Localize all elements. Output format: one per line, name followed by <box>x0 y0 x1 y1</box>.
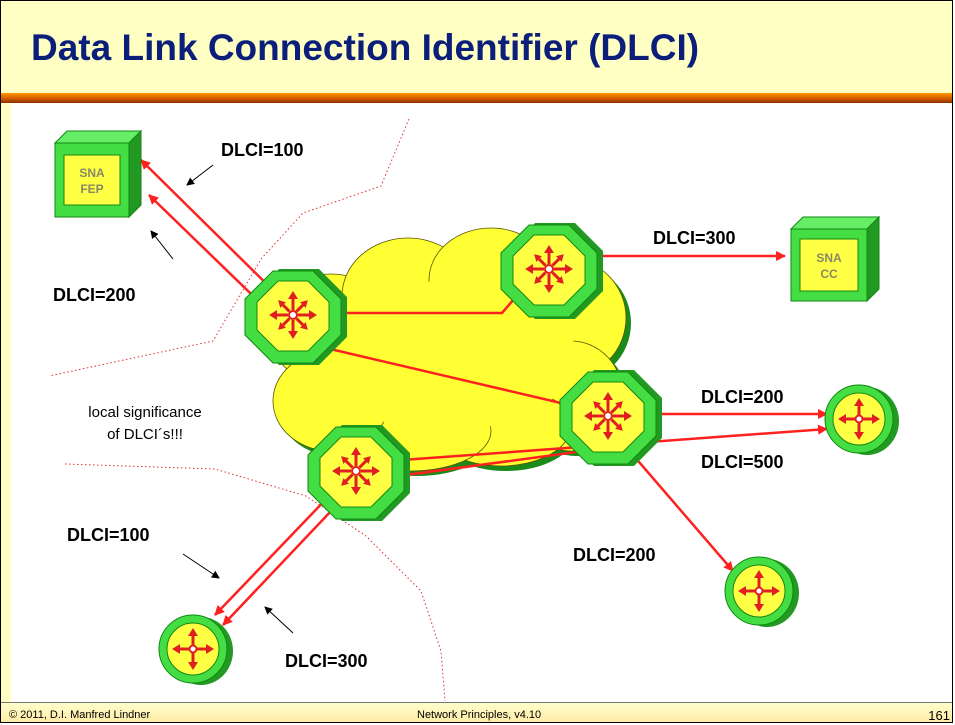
footer-course-title: Network Principles, v4.10 <box>417 709 542 721</box>
boundary-line-upper <box>48 118 410 377</box>
left-margin-band <box>1 103 11 702</box>
footer-copyright: © 2011, D.I. Manfred Lindner <box>9 709 151 721</box>
sna-cc-label-line2: CC <box>820 267 838 281</box>
vc-line-core <box>295 339 609 416</box>
slide-title: Data Link Connection Identifier (DLCI) <box>31 27 700 68</box>
router-left-icon <box>159 615 233 685</box>
sna-cc-device: SNA CC <box>789 215 881 303</box>
frame-relay-switch-bottom <box>308 425 410 521</box>
boundary-lines <box>48 118 446 702</box>
dlci-label-fep-200: DLCI=200 <box>53 285 136 305</box>
router-bottom-icon <box>725 557 799 627</box>
router-right-icon <box>825 385 899 455</box>
sna-cc-label-line1: SNA <box>816 251 842 265</box>
frame-relay-switch-right <box>560 370 662 466</box>
dlci-label-cc-300: DLCI=300 <box>653 228 736 248</box>
dlci-label-router-left-300: DLCI=300 <box>285 651 368 671</box>
slide-header: Data Link Connection Identifier (DLCI) <box>1 1 952 93</box>
sna-fep-label-line2: FEP <box>80 182 103 196</box>
footer-page-number: 161 <box>928 708 950 723</box>
sna-fep-device: SNA FEP <box>53 129 143 219</box>
label-pointers <box>150 164 294 634</box>
frame-relay-switch-left <box>245 269 347 365</box>
frame-relay-switch-top <box>501 223 603 319</box>
dlci-label-fep-100: DLCI=100 <box>221 140 304 160</box>
dlci-label-router-right-200: DLCI=200 <box>701 387 784 407</box>
local-significance-note-line2: of DLCI´s!!! <box>107 426 183 443</box>
sna-fep-label-line1: SNA <box>79 166 105 180</box>
local-significance-note-line1: local significance <box>88 404 201 421</box>
title-underline-bar <box>1 93 952 103</box>
dlci-label-router-right-500: DLCI=500 <box>701 452 784 472</box>
boundary-line-lower <box>64 463 446 702</box>
slide-footer: © 2011, D.I. Manfred Lindner Network Pri… <box>1 702 952 723</box>
dlci-label-router-bottom-200: DLCI=200 <box>573 545 656 565</box>
dlci-label-router-left-100: DLCI=100 <box>67 525 150 545</box>
